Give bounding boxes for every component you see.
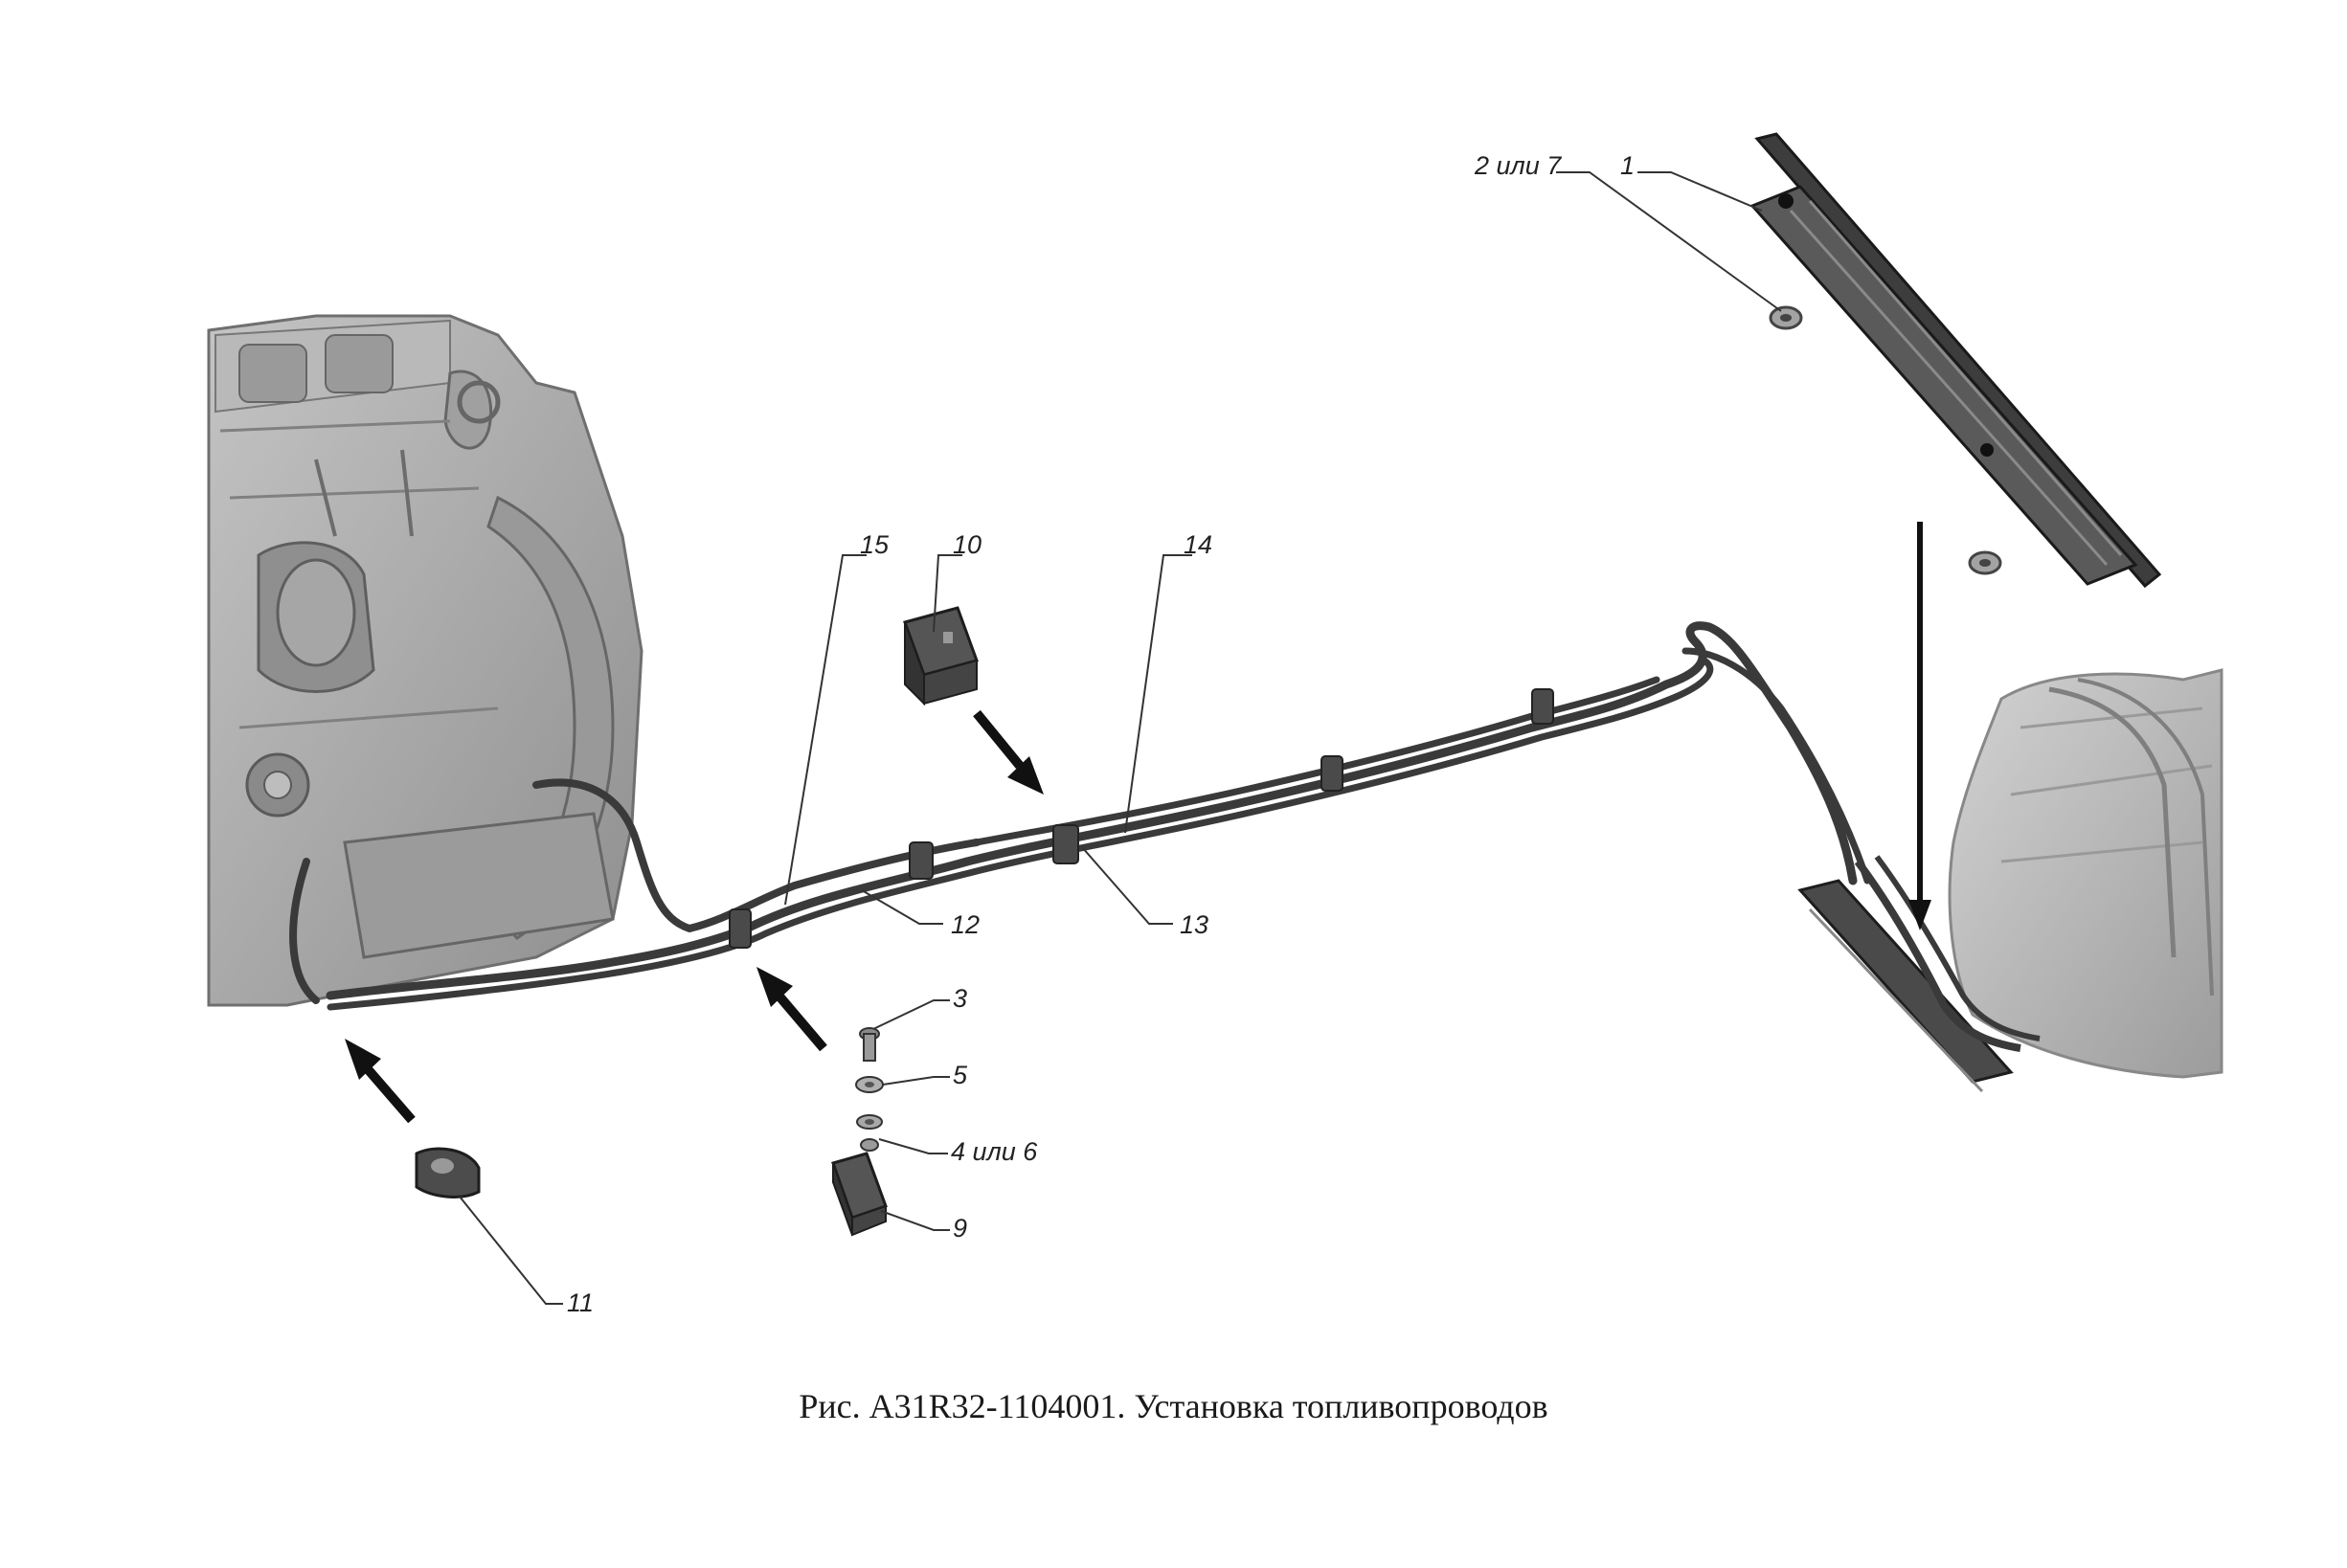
callout-labels: 1 2 или 7 15 10 14 12 13 3 5 4 или 6 9 1…	[567, 151, 1635, 1317]
callout-10: 10	[953, 530, 982, 559]
leader-2-or-7	[1556, 171, 1782, 312]
callout-13: 13	[1180, 910, 1208, 939]
nut-part-2-or-7	[1769, 305, 1803, 330]
fuel-lines	[289, 621, 1871, 1011]
callout-1: 1	[1620, 151, 1635, 180]
leader-4-or-6	[878, 1138, 948, 1154]
clamp-12	[729, 908, 752, 949]
callout-3: 3	[953, 984, 967, 1013]
clamp-right	[1531, 688, 1554, 725]
callout-11: 11	[567, 1288, 594, 1317]
fuel-line-return	[1681, 647, 1871, 885]
leader-13	[1081, 846, 1173, 925]
clamp-mid	[1320, 755, 1343, 792]
fuel-line-15	[532, 778, 981, 932]
leader-14	[1124, 554, 1192, 834]
clamp-part-11	[415, 1147, 481, 1198]
fuel-line-13	[326, 621, 1858, 1000]
clamp-part-9	[831, 1152, 888, 1237]
callout-9: 9	[953, 1214, 967, 1243]
clamp-near-13	[1052, 824, 1079, 864]
leader-10	[933, 554, 962, 633]
arrow-shield-down	[1908, 522, 1931, 930]
washer-part-4-or-6	[856, 1114, 883, 1152]
leader-12	[861, 889, 943, 925]
tank-pipe-bracket	[1797, 855, 2041, 1093]
nut-lower	[1968, 550, 2002, 575]
fuel-tank	[1948, 668, 2223, 1079]
leader-3	[872, 999, 950, 1030]
figure-caption: Рис. A31R32-1104001. Установка топливопр…	[799, 1387, 1548, 1425]
leader-9	[880, 1210, 950, 1231]
leader-15	[784, 554, 867, 906]
callout-15: 15	[860, 530, 890, 559]
arrow-from-part-9	[756, 967, 827, 1052]
callout-14: 14	[1184, 530, 1212, 559]
protective-shield-part-1	[1749, 132, 2162, 589]
washer-part-5	[855, 1076, 884, 1093]
assembly-arrows	[345, 522, 1931, 1124]
clamp-block-part-10	[903, 606, 979, 706]
bolt-part-3	[859, 1027, 880, 1062]
callout-5: 5	[953, 1061, 968, 1089]
leader-5	[882, 1076, 950, 1086]
callout-2-or-7: 2 или 7	[1474, 151, 1562, 180]
fuel-line-12	[327, 657, 1714, 1011]
callout-12: 12	[951, 910, 980, 939]
engine-block	[207, 314, 643, 1007]
callout-4-or-6: 4 или 6	[951, 1137, 1038, 1166]
leader-1	[1637, 171, 1763, 212]
leader-lines	[459, 171, 1782, 1305]
arrow-from-part-11	[345, 1039, 416, 1124]
arrow-to-clamp-near-10	[973, 709, 1044, 795]
leader-11	[459, 1196, 563, 1305]
clamp-near-10	[909, 841, 934, 880]
fuel-line-14	[973, 676, 1660, 846]
line-clamps	[729, 688, 1554, 949]
